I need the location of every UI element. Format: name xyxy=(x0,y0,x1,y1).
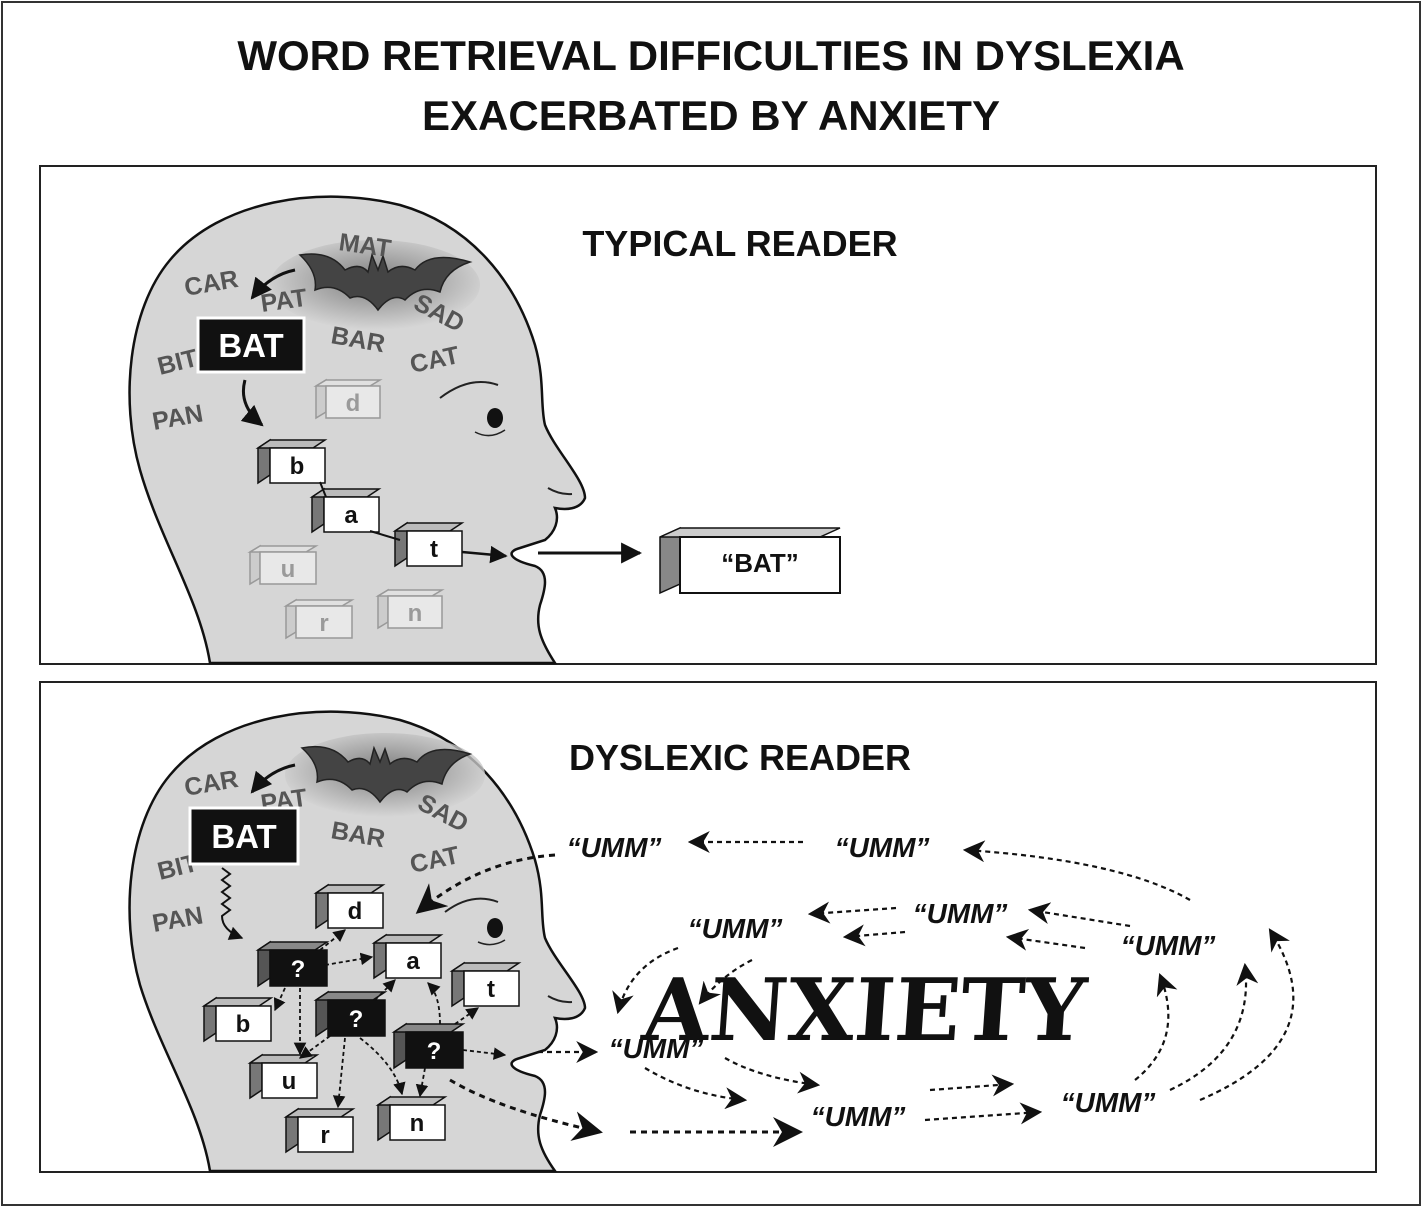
title-line-2: EXACERBATED BY ANXIETY xyxy=(422,92,1000,139)
nostril xyxy=(547,995,573,1004)
arrow-bat-to-word xyxy=(250,763,296,794)
eye xyxy=(487,408,503,428)
svg-text:a: a xyxy=(406,948,420,975)
unknown-block-3: ? xyxy=(391,1022,466,1070)
svg-text:r: r xyxy=(320,1122,329,1149)
arrow-t-to-mouth xyxy=(461,545,508,564)
letter-block-u-faded: u xyxy=(247,544,319,586)
svg-text:t: t xyxy=(430,536,438,563)
dyslexic-reader-panel: DYSLEXIC READER CAR PAT SAD BAR BIT CAT … xyxy=(39,681,1377,1173)
umm-label: “UMM” xyxy=(835,832,930,863)
umm-label: “UMM” xyxy=(1121,930,1216,961)
title-line-1: WORD RETRIEVAL DIFFICULTIES IN DYSLEXIA xyxy=(237,32,1184,79)
arrow-bat-to-word xyxy=(250,268,296,300)
connector-b-a xyxy=(319,481,327,498)
head-silhouette-icon xyxy=(128,195,587,665)
svg-text:a: a xyxy=(344,502,358,529)
anxiety-label: ANXIETY xyxy=(638,960,1091,1061)
confusion-arrows xyxy=(273,929,507,1109)
letter-block-n: n xyxy=(375,1095,448,1142)
connector-a-t xyxy=(369,530,401,541)
letter-block-n-faded: n xyxy=(375,588,445,630)
letter-block-a: a xyxy=(309,487,382,534)
eyebrow xyxy=(444,897,499,913)
svg-text:b: b xyxy=(236,1011,251,1038)
letter-block-t: t xyxy=(392,521,465,568)
dyslexic-heading: DYSLEXIC READER xyxy=(569,737,911,778)
target-word: BAT xyxy=(218,327,283,364)
svg-text:t: t xyxy=(487,976,495,1003)
svg-text:d: d xyxy=(346,390,361,417)
target-word: BAT xyxy=(211,818,276,855)
svg-text:?: ? xyxy=(291,956,306,983)
typical-reader-panel: TYPICAL READER MAT CAR PAT SAD BAR BIT C… xyxy=(39,165,1377,665)
svg-text:n: n xyxy=(408,600,423,627)
letter-block-a: a xyxy=(371,933,444,980)
letter-block-r: r xyxy=(283,1107,356,1154)
umm-label: “UMM” xyxy=(688,913,783,944)
svg-text:r: r xyxy=(319,610,328,637)
typical-heading: TYPICAL READER xyxy=(582,223,897,264)
umm-label: “UMM” xyxy=(567,832,662,863)
umm-label: “UMM” xyxy=(1061,1087,1156,1118)
letter-block-d-faded: d xyxy=(313,378,383,420)
bat-icon xyxy=(285,733,485,817)
bat-icon xyxy=(270,240,480,330)
umm-label: “UMM” xyxy=(913,898,1008,929)
letter-block-t: t xyxy=(449,961,522,1008)
target-word-box xyxy=(188,806,300,866)
umm-loop-arrows xyxy=(538,831,1295,1125)
arrow-back-into-head xyxy=(415,853,556,914)
letter-block-u: u xyxy=(247,1053,320,1100)
svg-text:d: d xyxy=(348,898,363,925)
svg-text:b: b xyxy=(290,453,305,480)
letter-block-r-faded: r xyxy=(283,598,355,640)
svg-text:?: ? xyxy=(349,1006,364,1033)
arrow-word-to-letters xyxy=(240,379,264,427)
target-word-box xyxy=(196,316,306,374)
unknown-block-2: ? xyxy=(313,990,388,1038)
nostril xyxy=(547,487,573,496)
arrow-mouth-down xyxy=(449,1078,603,1141)
eyelid xyxy=(477,939,506,946)
svg-text:n: n xyxy=(410,1110,425,1137)
letter-block-d: d xyxy=(313,883,386,930)
eyebrow xyxy=(439,381,499,399)
umm-label: “UMM” xyxy=(811,1101,906,1132)
eye xyxy=(487,918,503,938)
svg-text:u: u xyxy=(281,556,296,583)
svg-text:u: u xyxy=(282,1068,297,1095)
svg-text:?: ? xyxy=(427,1038,442,1065)
unknown-block-1: ? xyxy=(255,940,330,988)
spoken-output-box: “BAT” xyxy=(659,526,841,595)
letter-block-b: b xyxy=(255,438,328,485)
umm-label: “UMM” xyxy=(609,1033,704,1064)
eyelid xyxy=(474,429,506,437)
squiggle-arrow xyxy=(220,867,244,940)
spoken-output: “BAT” xyxy=(721,548,799,578)
letter-block-b: b xyxy=(201,996,274,1043)
